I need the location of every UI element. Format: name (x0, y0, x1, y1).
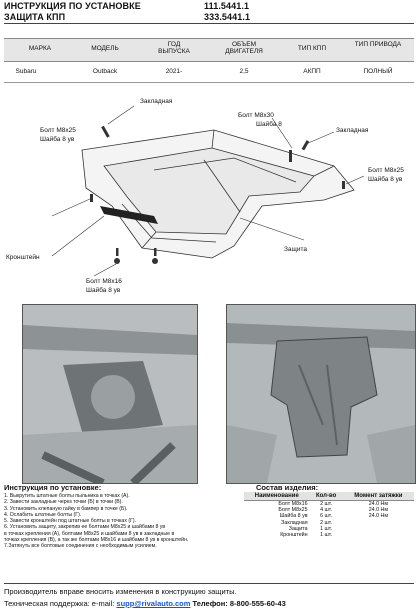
table-row: Шайба 8 ув 6 шт. 24.0 Нм (244, 513, 414, 519)
col-model: МОДЕЛЬ (91, 45, 119, 52)
support-prefix: Техническая поддержка: e-mail: (4, 599, 115, 608)
composition-qty: 1 шт. (320, 525, 333, 532)
exploded-diagram (51, 105, 365, 277)
footer-disclaimer: Производитель вправе вносить изменения в… (4, 587, 237, 596)
vehicle-table-header (4, 38, 414, 62)
instructions-title: Инструкция по установке: (4, 483, 102, 492)
table-row: Защита 1 шт. (244, 526, 414, 532)
composition-header-torque: Момент затяжки (342, 492, 414, 501)
label-kronshtein: Кронштейн (6, 254, 40, 261)
table-row: Кронштейн 1 шт. (244, 532, 414, 538)
instruction-step: точках крепления (В), а так же болтами М… (4, 537, 189, 544)
label-bolt-m8x16: Болт М8х16 (86, 278, 122, 285)
cell-engine: 2,5 (239, 68, 249, 75)
skid-plate-drawing (81, 129, 355, 259)
composition-name: Болт М8х25 (278, 507, 308, 514)
product-code-1: 111.5441.1 (204, 1, 250, 11)
photo-before-install (22, 304, 198, 484)
instruction-step: 4. Ослабить штатные болты (Г). (4, 511, 82, 518)
col-drive: ТИП ПРИВОДА (354, 41, 402, 48)
support-email-link[interactable]: supp@rivalauto.com (116, 599, 191, 608)
leader-lines (51, 105, 365, 277)
table-bottom-line (4, 82, 414, 83)
table-row: Закладная 2 шт. (244, 520, 414, 526)
composition-torque: 24.0 Нм (368, 513, 388, 520)
product-name: ЗАЩИТА КПП (4, 12, 66, 22)
instructions-list: 1. Выкрутить штатные болты пыльника в то… (4, 493, 248, 550)
composition-header-name: Наименование (244, 492, 310, 501)
instruction-step: 1. Выкрутить штатные болты пыльника в то… (4, 493, 130, 499)
bracket-shape (100, 206, 158, 224)
label-washer-8: Шайба 8 (256, 121, 282, 128)
instruction-step: 3. Установить клепаную гайку в бампер в … (4, 505, 128, 512)
label-washer-8uv-bottom: Шайба 8 ув (86, 287, 121, 294)
composition-name: Защита (288, 525, 308, 532)
cell-drive: ПОЛНЫЙ (363, 68, 393, 75)
label-bolt-m8x30: Болт М8х30 (238, 112, 274, 119)
composition-torque (343, 532, 414, 538)
composition-table: Наименование Кол-во Момент затяжки Болт … (244, 492, 414, 538)
footer-divider (4, 583, 414, 584)
header-divider (4, 23, 414, 24)
table-row: Болт М8х16 2 шт. 24.0 Нм (244, 501, 414, 508)
composition-title: Состав изделия: (256, 483, 319, 492)
composition-name: Болт М8х16 (278, 501, 308, 507)
label-zakladnaya-1: Закладная (140, 98, 173, 105)
label-bolt-m8x25-right: Болт М8х25 (368, 167, 404, 174)
composition-torque: 24.0 Нм (368, 501, 388, 507)
composition-name: Кронштейн (280, 532, 308, 539)
instruction-step: 2. Завести закладные через точки (Б) в т… (4, 499, 123, 506)
col-gearbox: ТИП КПП (297, 45, 327, 52)
cell-marka: Subaru (15, 68, 37, 75)
label-washer-8uv-left: Шайба 8 ув (40, 136, 75, 143)
composition-qty: 6 шт. (320, 513, 333, 520)
product-code-2: 333.5441.1 (204, 12, 251, 22)
composition-torque: 24.0 Нм (368, 507, 388, 514)
hardware (90, 125, 345, 264)
label-washer-8uv-right: Шайба 8 ув (368, 176, 403, 183)
label-bolt-m8x25-left: Болт М8х25 (40, 127, 76, 134)
instruction-step: 5. Завести кронштейн под штатные болты в… (4, 518, 137, 525)
composition-qty: 2 шт. (320, 501, 333, 507)
support-phone[interactable]: 8-800-555-60-43 (229, 599, 286, 608)
table-row: Болт М8х25 4 шт. 24.0 Нм (244, 507, 414, 513)
phone-label: Телефон: (192, 599, 228, 608)
instruction-step: 7.Затянуть все болтовые соединения с нео… (4, 543, 157, 550)
cell-model: Outback (92, 68, 118, 75)
cell-gearbox: АКПП (303, 68, 321, 75)
composition-name: Закладная (281, 519, 308, 526)
col-engine: ОБЪЕМ ДВИГАТЕЛЯ (225, 41, 263, 55)
instruction-step: 6. Установить защиту, закрепив ее болтам… (4, 524, 166, 531)
composition-qty: 1 шт. (320, 532, 333, 539)
instruction-step: в точках крепления (А), болтами М8х25 и … (4, 530, 175, 537)
footer-support: Техническая поддержка: e-mail: supp@riva… (4, 599, 286, 608)
instruction-title: ИНСТРУКЦИЯ ПО УСТАНОВКЕ (4, 1, 141, 11)
label-zakladnaya-2: Закладная (336, 127, 369, 134)
composition-qty: 4 шт. (320, 507, 333, 514)
cell-year: 2021- (165, 68, 183, 75)
photo-after-install (226, 304, 416, 484)
composition-header-qty: Кол-во (309, 492, 343, 501)
label-zashchita: Защита (284, 246, 308, 253)
col-marka: МАРКА (28, 45, 52, 52)
composition-qty: 2 шт. (320, 519, 333, 526)
composition-name: Шайба 8 ув (279, 513, 308, 520)
col-year: ГОД ВЫПУСКА (158, 41, 190, 55)
